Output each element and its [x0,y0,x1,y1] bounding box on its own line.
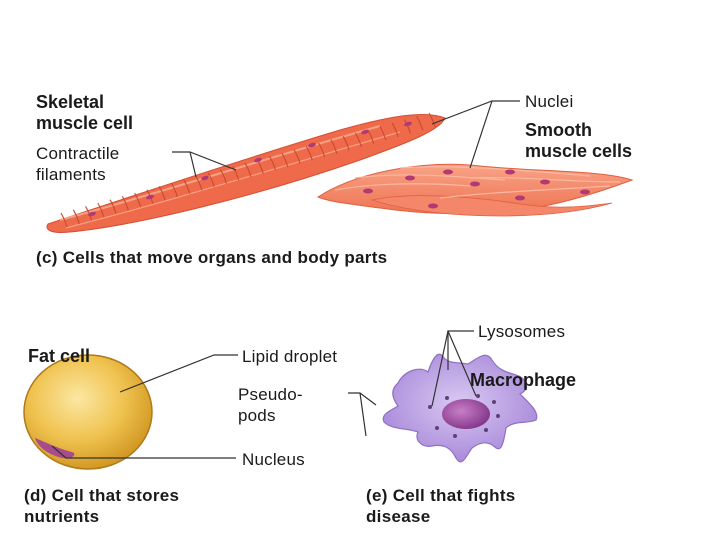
muscle-striation [305,146,313,161]
caption-d: (d) Cell that stores nutrients [24,486,180,526]
muscle-striation [354,132,362,148]
muscle-striation [121,196,129,211]
muscle-striation [379,126,387,141]
muscle-striation [391,122,399,138]
skeletal-muscle-cell-illustration [46,112,446,233]
muscle-striation [232,166,240,181]
label-smooth-muscle-cells: Smooth muscle cells [525,120,633,161]
label-contractile-filaments: Contractile filaments [36,144,120,184]
label-macrophage: Macrophage [470,370,577,390]
label-fat-cell: Fat cell [28,346,91,366]
muscle-striation [109,199,117,214]
muscle-striation [318,142,326,158]
leader-lines [51,100,520,459]
muscle-striation [134,192,142,208]
muscle-striation [97,202,105,218]
muscle-striation [219,169,227,184]
caption-c: (c) Cells that move organs and body part… [36,248,388,267]
muscle-striation [342,136,350,151]
muscle-striation [170,182,178,198]
muscle-striation [244,162,252,178]
label-nuclei: Nuclei [525,92,574,111]
smooth-muscle-cells-illustration [316,163,634,217]
muscle-striation [85,206,93,221]
muscle-striation [416,116,424,131]
muscle-striation [269,156,277,171]
label-lipid-droplet: Lipid droplet [242,347,338,366]
label-pseudopods: Pseudo- pods [238,385,303,425]
muscle-striation [60,212,68,228]
label-lysosomes: Lysosomes [478,322,566,341]
fat-cell-illustration [23,354,153,470]
macrophage-illustration [382,353,538,463]
muscle-striation [207,172,215,188]
label-skeletal-muscle-cell: Skeletal muscle cell [36,92,134,133]
muscle-striation [281,152,289,168]
muscle-striation [158,186,166,201]
muscle-striation [195,176,203,191]
muscle-striation [330,139,338,154]
label-nucleus: Nucleus [242,450,305,469]
muscle-striation [403,119,411,134]
muscle-striation [72,209,80,224]
muscle-striation [293,149,301,164]
caption-e: (e) Cell that fights disease [366,486,516,526]
muscle-striation [428,112,436,128]
muscle-striation [183,179,191,194]
